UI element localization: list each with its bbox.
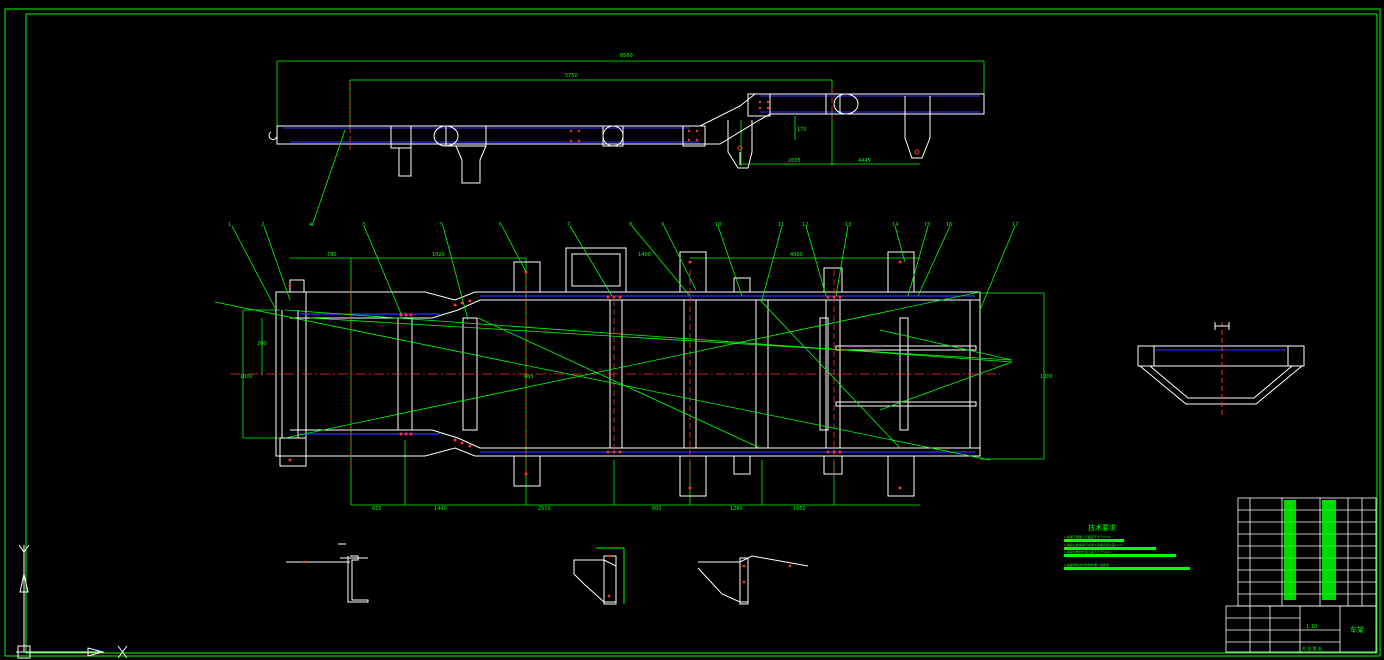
svg-text:3.车架对角线长度之差不大于5mm: 3.车架对角线长度之差不大于5mm [1064,549,1111,554]
svg-text:4: 4 [309,222,312,228]
svg-text:10: 10 [715,222,721,228]
svg-text:170: 170 [797,127,807,133]
svg-text:1000: 1000 [240,374,253,380]
svg-text:8560: 8560 [620,53,633,59]
side-view-frame: 8560 5750 4445 2605 170 [268,53,985,184]
svg-text:13: 13 [845,222,851,228]
svg-text:15: 15 [924,222,930,228]
svg-text:780: 780 [327,252,337,258]
svg-text:5: 5 [440,222,443,228]
svg-text:4000: 4000 [790,252,803,258]
svg-text:2510: 2510 [538,506,551,512]
svg-text:1020: 1020 [432,252,445,258]
svg-text:1.纵梁下翼面上平面度不大于2mm: 1.纵梁下翼面上平面度不大于2mm [1064,534,1111,539]
svg-text:6: 6 [499,222,502,228]
detail-views [286,543,809,605]
svg-text:4445: 4445 [858,158,871,164]
svg-text:3: 3 [362,222,365,228]
svg-text:9: 9 [661,222,664,228]
sheet-border [4,8,1381,657]
svg-text:12: 12 [802,222,808,228]
title-block-sheet: 共 张 第 张 [1302,645,1322,651]
svg-text:14: 14 [892,222,898,228]
cross-section-detail [1137,322,1305,416]
svg-text:17: 17 [1012,222,1018,228]
svg-text:7: 7 [567,222,570,228]
svg-text:1: 1 [228,222,231,228]
part-balloons [231,129,1016,321]
ucs-axis-icon [16,544,128,659]
svg-text:2605: 2605 [788,158,801,164]
balloon-labels: 1 2 3 4 5 6 7 8 9 10 11 12 13 14 15 16 1… [228,222,1018,228]
svg-text:865: 865 [524,374,534,380]
technical-notes: 技术要求 1.纵梁下翼面上平面度不大于2mm 2.铆接后各横梁与纵梁之间垂直度允… [1064,523,1190,570]
svg-text:5750: 5750 [565,73,578,79]
svg-text:2.铆接后各横梁与纵梁之间垂直度允差1mm: 2.铆接后各横梁与纵梁之间垂直度允差1mm [1064,542,1123,547]
svg-text:2: 2 [261,222,264,228]
svg-text:1000: 1000 [1040,374,1053,380]
svg-text:620: 620 [372,506,382,512]
svg-text:11: 11 [778,222,784,228]
svg-text:1440: 1440 [434,506,447,512]
svg-text:1280: 1280 [730,506,743,512]
svg-text:16: 16 [946,222,952,228]
svg-text:600: 600 [652,506,662,512]
svg-text:1650: 1650 [793,506,806,512]
svg-text:200: 200 [257,341,267,347]
title-block-scale: 1:10 [1306,624,1317,630]
svg-text:4.车架焊后进行防锈处理，涂底漆: 4.车架焊后进行防锈处理，涂底漆 [1064,562,1109,567]
title-block-name: 车架 [1350,625,1364,634]
plan-view-frame: 780 1020 1400 4000 620 1440 2510 600 128… [214,247,1053,512]
title-block [1225,497,1377,653]
svg-text:技术要求: 技术要求 [1088,523,1116,532]
svg-text:8: 8 [629,222,632,228]
svg-text:1400: 1400 [638,252,651,258]
